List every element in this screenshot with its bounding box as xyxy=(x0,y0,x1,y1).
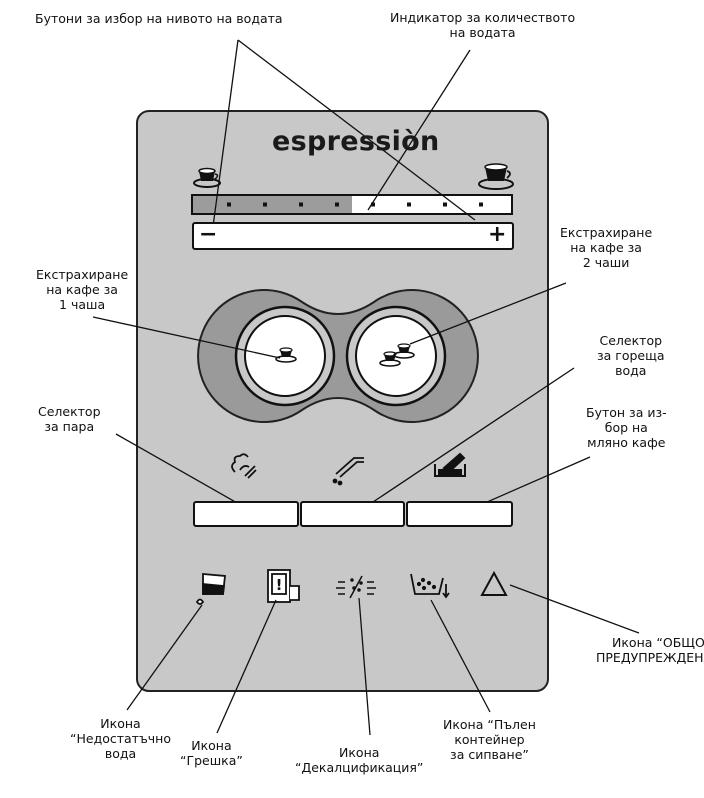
label-line: “Декалцификация” xyxy=(295,760,424,775)
hot-water-selector-button[interactable] xyxy=(300,501,405,527)
label-line: вода xyxy=(104,746,137,761)
label-line: Икона xyxy=(100,716,141,731)
label-error-icon: Икона“Грешка” xyxy=(180,738,243,768)
two-cups-icon xyxy=(379,343,415,367)
steam-selector-button[interactable] xyxy=(193,501,299,527)
gauge-dot xyxy=(299,202,303,207)
label-line: Икона “Пълен xyxy=(443,717,536,732)
label-line: вода xyxy=(615,363,647,378)
label-line: за сипване” xyxy=(450,747,529,762)
gauge-dot xyxy=(407,202,411,207)
label-line: “Грешка” xyxy=(180,753,243,768)
label-line: бор на xyxy=(604,420,648,435)
label-line: на кафе за xyxy=(46,282,118,297)
minus-icon[interactable]: − xyxy=(199,222,218,247)
label-line: мляно кафе xyxy=(587,435,666,450)
leader-lines xyxy=(92,39,640,736)
svg-text:!: ! xyxy=(276,576,283,594)
label-line: 2 чаши xyxy=(582,255,630,270)
gauge-dot xyxy=(443,202,447,207)
label-water-level-buttons: Бутони за избор на нивото на водата xyxy=(35,11,283,26)
label-general-warning-icon: Икона “ОБЩОПРЕДУПРЕЖДЕНИЕ xyxy=(596,635,704,665)
gauge-dot xyxy=(479,202,483,207)
label-line: Селектор xyxy=(599,333,663,348)
label-line: Икона xyxy=(339,745,380,760)
control-panel xyxy=(136,110,549,692)
label-line: 1 чаша xyxy=(59,297,106,312)
label-line: на водата xyxy=(449,25,516,40)
label-line: Индикатор за количеството xyxy=(390,10,576,25)
one-cup-icon xyxy=(275,347,297,363)
small-cup-icon xyxy=(193,167,221,188)
gauge-dot xyxy=(371,202,375,207)
large-cup-icon xyxy=(478,163,514,190)
brand-logo: espressiòn xyxy=(272,126,440,157)
label-line: Бутони за избор на нивото на водата xyxy=(35,11,283,26)
water-level-button[interactable] xyxy=(192,222,514,250)
gauge-dot xyxy=(263,202,267,207)
label-line: Икона xyxy=(191,738,232,753)
ground-coffee-icon xyxy=(434,452,466,477)
hot-water-nozzle-icon xyxy=(332,457,364,486)
water-gauge-dots xyxy=(227,202,483,207)
error-machine-icon: ! xyxy=(267,569,300,603)
label-line: за гореща xyxy=(597,348,665,363)
label-line: Бутон за из- xyxy=(586,405,667,420)
label-line: Селектор xyxy=(38,404,101,419)
label-descale-icon: Икона“Декалцификация” xyxy=(295,745,423,775)
container-full-icon xyxy=(410,573,450,599)
label-line: контейнер xyxy=(454,732,525,747)
water-gauge-fill xyxy=(193,196,352,213)
water-jug-icon xyxy=(195,573,226,605)
label-line: Екстрахиране xyxy=(560,225,653,240)
gauge-dot xyxy=(335,202,339,207)
label-line: за пара xyxy=(44,419,95,434)
plus-icon[interactable]: + xyxy=(488,222,507,247)
label-line: Екстрахиране xyxy=(36,267,129,282)
ground-coffee-button[interactable] xyxy=(406,501,513,527)
descale-icon xyxy=(336,575,376,599)
label-line: ПРЕДУПРЕЖДЕНИЕ xyxy=(596,650,704,665)
steam-icon xyxy=(231,453,257,479)
label-line: Икона “ОБЩО xyxy=(612,635,704,650)
label-line: на кафе за xyxy=(570,240,642,255)
gauge-dot xyxy=(227,202,231,207)
warning-triangle-icon xyxy=(480,570,508,596)
label-line: “Недостатъчно xyxy=(70,731,171,746)
